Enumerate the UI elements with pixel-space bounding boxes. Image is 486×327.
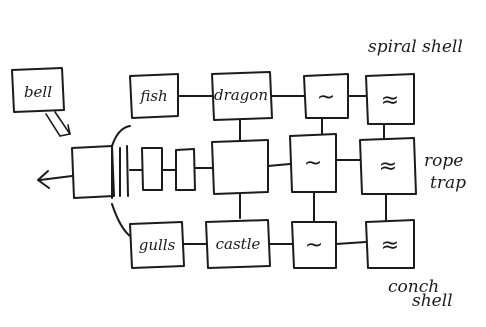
dragon-label: dragon	[214, 86, 268, 104]
bell-to-hub-line	[45, 113, 61, 137]
bell-arrowhead	[59, 124, 71, 137]
double-wave-symbol: ≈	[381, 88, 399, 113]
single-wave-symbol: ~	[317, 85, 335, 110]
rope-trap-label-line1: rope	[424, 151, 463, 171]
gate-bar-2	[126, 145, 129, 197]
center-to-wave-line	[267, 163, 291, 167]
conch-shell-box: ≈	[365, 219, 415, 269]
exit-arrowhead	[37, 170, 50, 189]
gulls-label: gulls	[139, 236, 176, 254]
gulls-box: gulls	[129, 221, 185, 269]
single-wave-symbol: ~	[305, 233, 323, 258]
rope-trap-box: ≈	[359, 137, 417, 195]
wave-box-bottom: ~	[291, 221, 337, 269]
bell-to-hub-line-2	[54, 111, 71, 135]
double-wave-symbol: ≈	[379, 154, 397, 179]
wave-box-middle: ~	[289, 133, 337, 193]
double-wave-symbol: ≈	[381, 233, 399, 258]
conch-shell-label-line2: shell	[412, 291, 453, 311]
chamber-box-2	[175, 148, 196, 191]
entrance-box	[71, 145, 129, 199]
hub-to-fish-line	[111, 125, 131, 147]
spiral-shell-label: spiral shell	[368, 37, 463, 57]
castle-box: castle	[205, 219, 271, 269]
center-box	[211, 139, 269, 195]
single-wave-symbol: ~	[304, 151, 322, 176]
conch-shell-label-line1: conch	[388, 277, 439, 297]
spiral-shell-box: ≈	[365, 73, 415, 125]
hub-to-gulls-line	[111, 203, 131, 237]
exit-arrow-line	[39, 175, 73, 181]
chamber-box-1	[141, 147, 163, 191]
dragon-box: dragon	[211, 71, 273, 121]
rope-trap-label-line2: trap	[430, 173, 466, 193]
bell-label: bell	[24, 83, 52, 101]
fish-label: fish	[139, 87, 167, 105]
bell-box: bell	[11, 67, 65, 113]
wave-box-top: ~	[303, 73, 349, 119]
wave-to-conch-line	[335, 241, 367, 245]
fish-box: fish	[129, 73, 179, 119]
castle-label: castle	[216, 235, 261, 253]
connector-lines	[37, 95, 387, 245]
